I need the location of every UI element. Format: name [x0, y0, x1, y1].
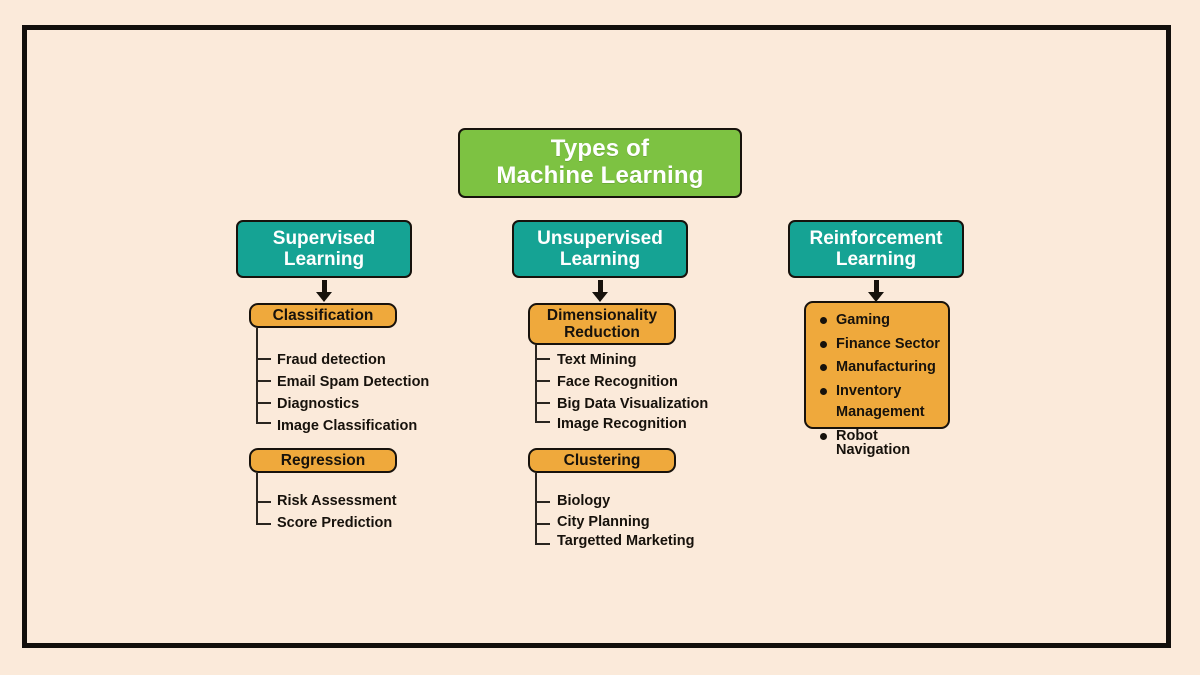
subcategory-label-line-1: Clustering — [563, 451, 641, 469]
subcategory-box-clustering[interactable]: Clustering — [528, 448, 676, 473]
tree-dimensionality-reduction — [535, 345, 552, 423]
bullet-icon — [820, 432, 827, 440]
leaf-item: Fraud detection — [277, 352, 386, 368]
list-item: Finance Sector — [818, 335, 940, 352]
category-label-line-2: Learning — [283, 249, 365, 270]
list-item-label: Gaming — [836, 312, 890, 328]
leaf-item: Face Recognition — [557, 374, 678, 390]
list-item-label: Inventory — [836, 382, 902, 399]
arrow-unsupervised — [592, 280, 608, 302]
list-item-label: Robot Navigation — [836, 427, 911, 458]
subcategory-label-line-1: Dimensionality — [546, 306, 658, 324]
title-line-2: Machine Learning — [496, 162, 704, 189]
leaf-item: Email Spam Detection — [277, 374, 430, 390]
title-line-1: Types of — [550, 135, 650, 163]
leaf-item: Biology — [557, 493, 611, 509]
subcategory-label-line-1: Regression — [280, 451, 366, 469]
tree-classification — [256, 328, 273, 424]
list-item: Gaming — [818, 313, 940, 328]
category-box-unsupervised[interactable]: Unsupervised Learning — [512, 220, 688, 278]
bullet-icon — [820, 317, 827, 324]
leaf-item: Image Recognition — [557, 416, 687, 432]
category-label-line-1: Supervised — [272, 227, 376, 249]
bullet-icon — [820, 340, 827, 348]
title-box: Types of Machine Learning — [458, 128, 742, 198]
arrow-reinforcement — [868, 280, 884, 302]
leaf-item: Big Data Visualization — [557, 396, 709, 412]
tree-regression — [256, 473, 273, 525]
category-box-supervised[interactable]: Supervised Learning — [236, 220, 412, 278]
list-item-label: Manufacturing — [836, 359, 936, 375]
leaf-item: Text Mining — [557, 352, 637, 368]
list-item: Manufacturing — [818, 360, 940, 375]
leaf-item: City Planning — [557, 514, 650, 530]
subcategory-box-regression[interactable]: Regression — [249, 448, 397, 473]
category-label-line-2: Learning — [835, 249, 917, 270]
leaf-item: Targetted Marketing — [557, 533, 695, 549]
category-label-line-1: Reinforcement — [809, 227, 943, 249]
subcategory-label-line-1: Classification — [272, 306, 374, 324]
subcategory-label-line-2: Reduction — [564, 324, 640, 341]
category-label-line-1: Unsupervised — [537, 227, 663, 249]
leaf-item: Risk Assessment — [277, 493, 397, 509]
subcategory-box-classification[interactable]: Classification — [249, 303, 397, 328]
bullet-icon — [820, 364, 827, 371]
list-item: Inventory Management — [818, 382, 940, 420]
bullet-icon — [820, 387, 827, 395]
category-label-line-2: Learning — [559, 249, 641, 270]
leaf-item: Image Classification — [277, 418, 418, 434]
subcategory-box-dimensionality-reduction[interactable]: Dimensionality Reduction — [528, 303, 676, 345]
list-item-label-wrap: Management — [836, 404, 925, 420]
leaf-item: Score Prediction — [277, 515, 393, 531]
reinforcement-applications-box[interactable]: Gaming Finance Sector Manufacturing Inve… — [804, 301, 950, 457]
category-box-reinforcement[interactable]: Reinforcement Learning — [788, 220, 964, 278]
leaf-item: Diagnostics — [277, 396, 360, 412]
list-item: Robot Navigation — [818, 427, 940, 458]
arrow-supervised — [316, 280, 332, 302]
list-item-label: Finance Sector — [836, 335, 940, 352]
tree-clustering — [535, 473, 552, 545]
